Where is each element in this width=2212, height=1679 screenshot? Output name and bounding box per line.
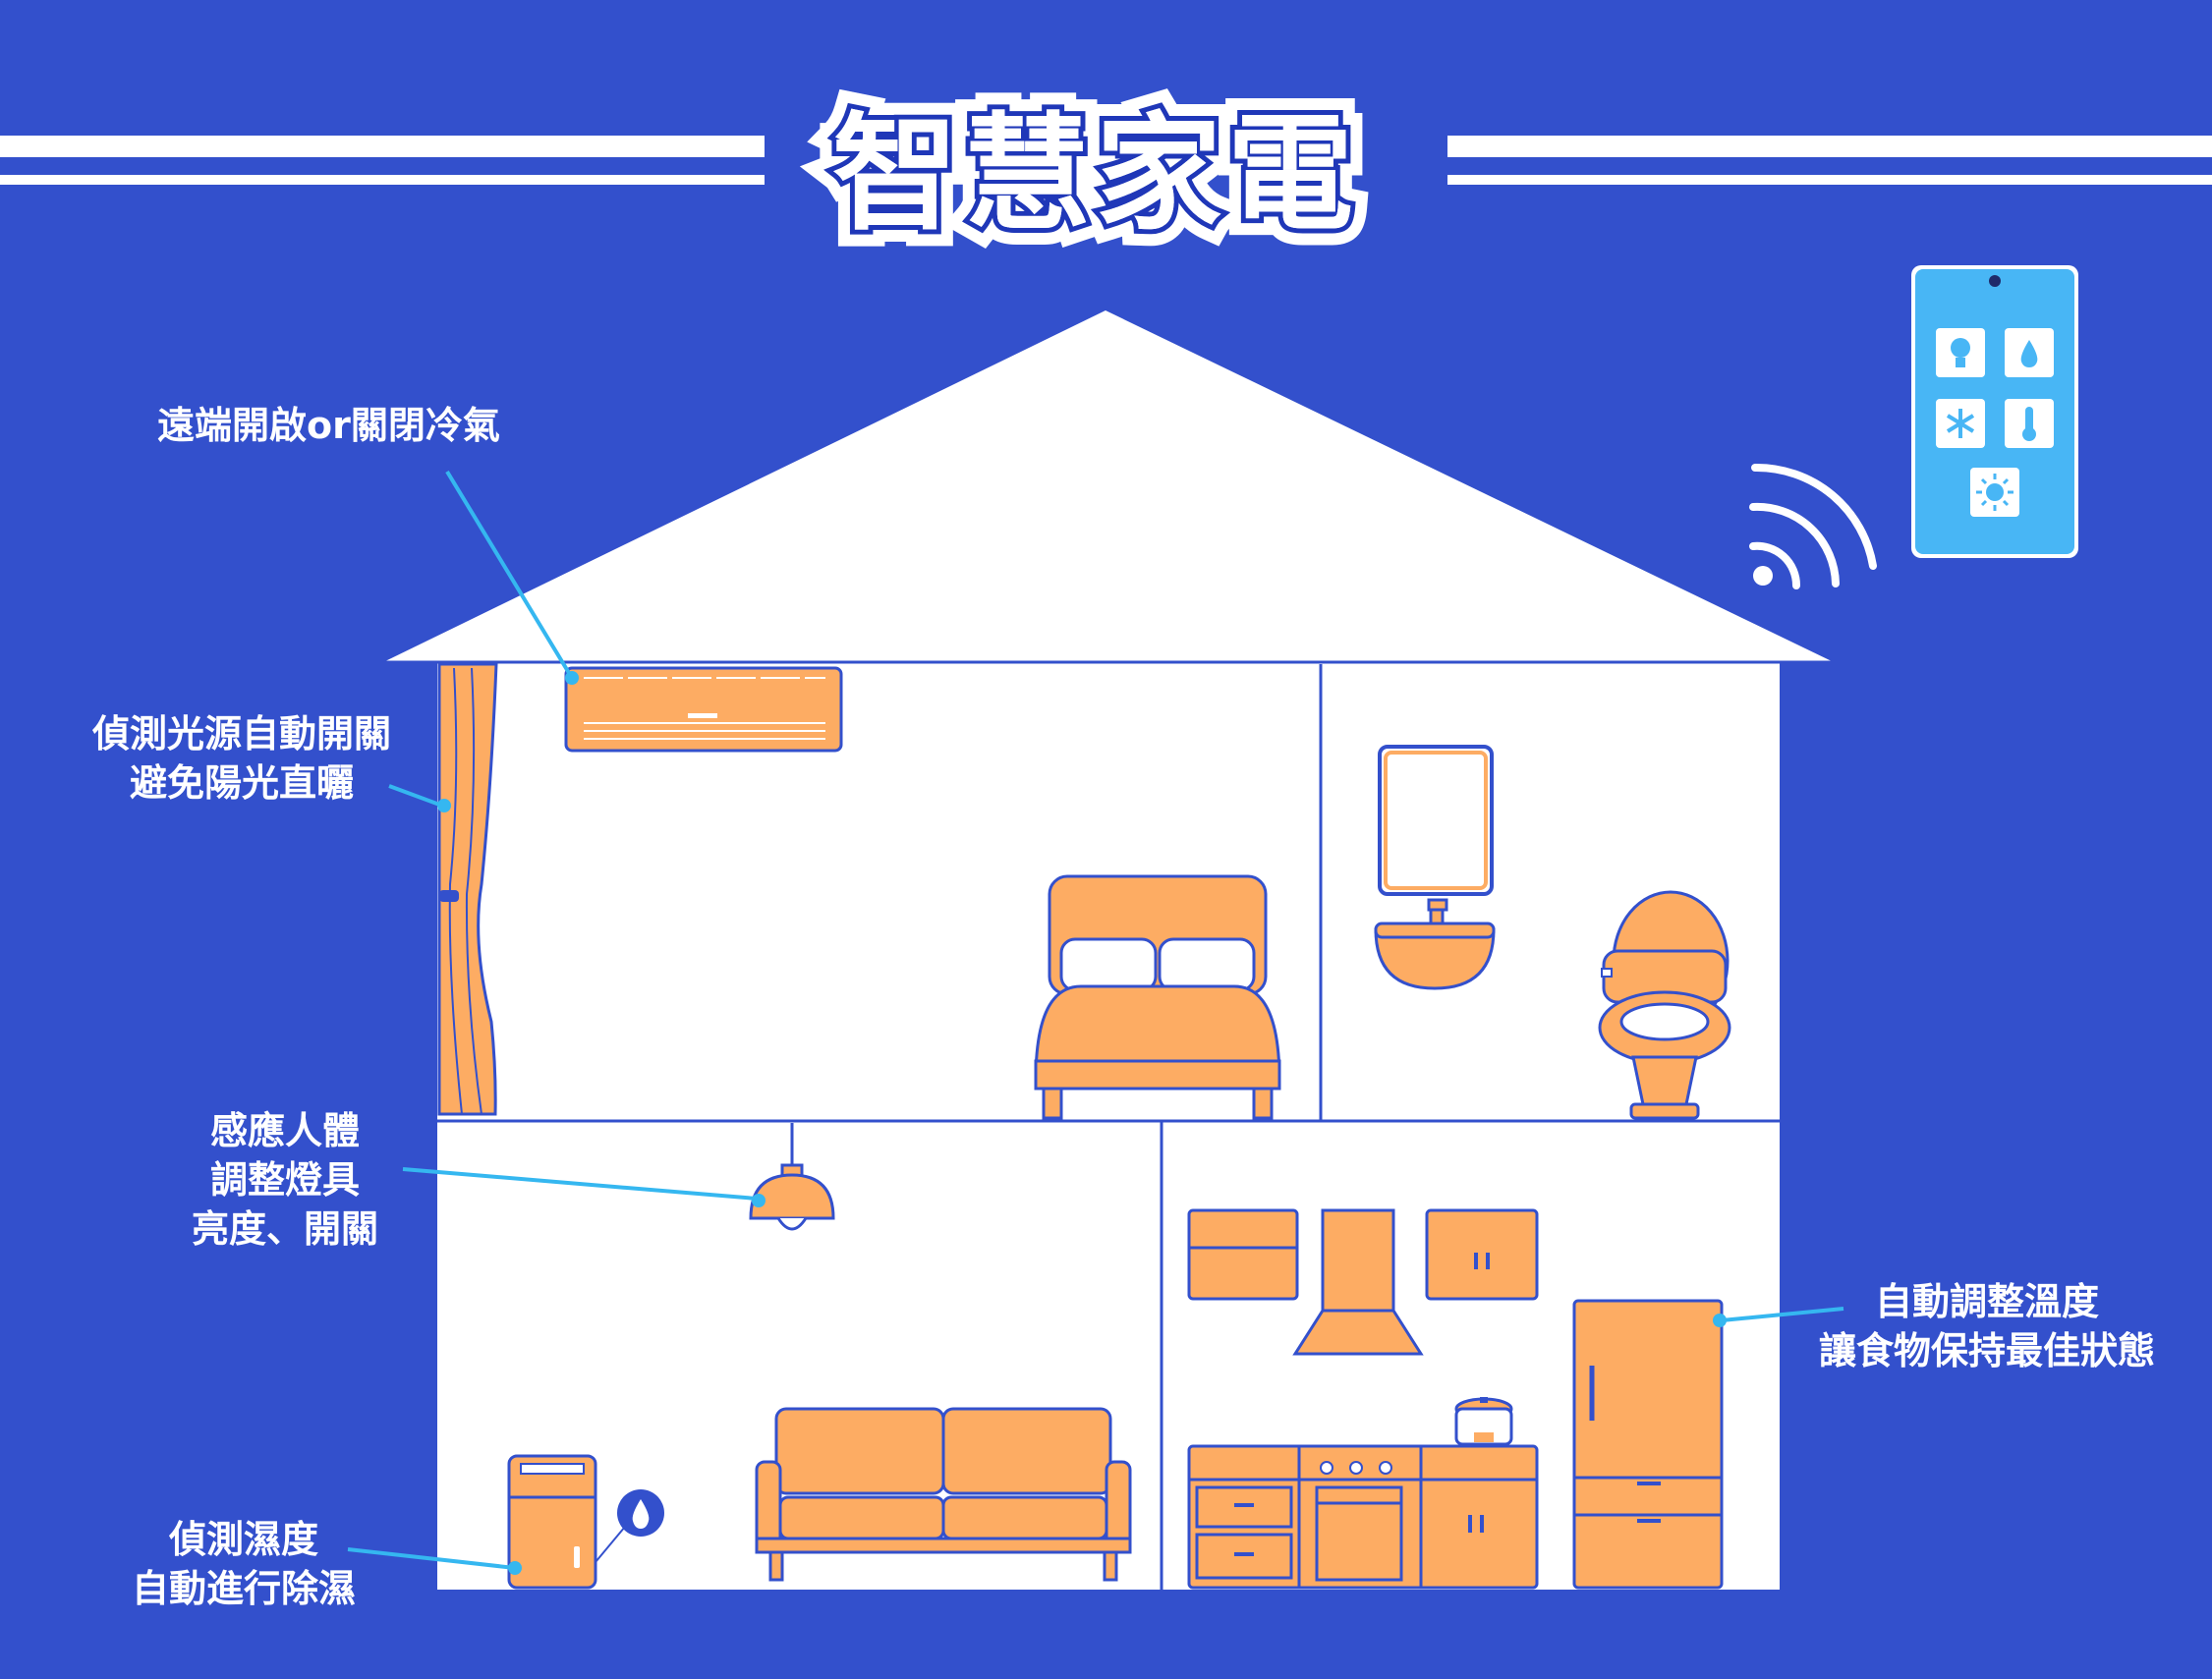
- callout-fridge-label: 自動調整溫度 讓食物保持最佳狀態: [1781, 1277, 2193, 1375]
- range-hood: [1292, 1208, 1424, 1356]
- title-banner: 智慧家電 智慧家電: [766, 69, 1425, 264]
- bathroom-mirror: [1378, 745, 1494, 896]
- toilet: [1598, 890, 1731, 1120]
- callout-lamp-label: 感應人體 調整燈具 亮度、開關: [138, 1106, 432, 1254]
- kitchen-counter: [1187, 1444, 1539, 1590]
- sofa: [755, 1407, 1132, 1582]
- callout-curtain-line-2: 避免陽光直曬: [129, 761, 354, 805]
- callout-lamp-line-3: 亮度、開關: [191, 1207, 378, 1251]
- refrigerator: [1572, 1299, 1724, 1590]
- bathroom-sink: [1374, 898, 1496, 990]
- page-title: 智慧家電: [827, 96, 1359, 252]
- air-conditioner: [564, 666, 843, 753]
- bed: [1034, 874, 1281, 1120]
- kitchen-wall-cabinets: [1187, 1208, 1539, 1301]
- callout-curtain-label: 偵測光源自動開關 避免陽光直曬: [55, 709, 428, 808]
- dehumidifier: [507, 1454, 664, 1590]
- callout-ac-line-1: 遠端開啟or關閉冷氣: [157, 404, 500, 447]
- callout-curtain-line-1: 偵測光源自動開關: [91, 712, 391, 756]
- snowflake-icon: [1936, 399, 1985, 448]
- callout-fridge-line-2: 讓食物保持最佳狀態: [1818, 1329, 2155, 1372]
- callout-ac-label: 遠端開啟or關閉冷氣: [157, 401, 500, 450]
- smartphone: [1911, 265, 2078, 558]
- callout-dehumidifier-line-2: 自動進行除濕: [131, 1567, 356, 1610]
- callout-fridge-line-1: 自動調整溫度: [1874, 1280, 2099, 1323]
- callout-dehumidifier-label: 偵測濕度 自動進行除濕: [94, 1515, 393, 1613]
- rice-cooker: [1454, 1397, 1513, 1446]
- thermometer-icon: [2005, 399, 2054, 448]
- title-decor-bars: [0, 136, 2212, 185]
- pendant-lamp: [749, 1123, 835, 1231]
- curtain: [437, 662, 498, 1116]
- title-outline: 智慧家電: [816, 84, 1370, 264]
- callout-lamp-line-2: 調整燈具: [209, 1158, 360, 1202]
- sun-icon: [1970, 468, 2019, 517]
- callout-dehumidifier-line-1: 偵測濕度: [168, 1518, 318, 1561]
- water-drop-icon: [2005, 328, 2054, 377]
- wifi-signal-icon: [1749, 463, 1877, 589]
- lightbulb-icon: [1936, 328, 1985, 377]
- callout-pointers: [347, 470, 1844, 1575]
- callout-lamp-line-1: 感應人體: [209, 1109, 360, 1152]
- house-roof: [383, 310, 1834, 662]
